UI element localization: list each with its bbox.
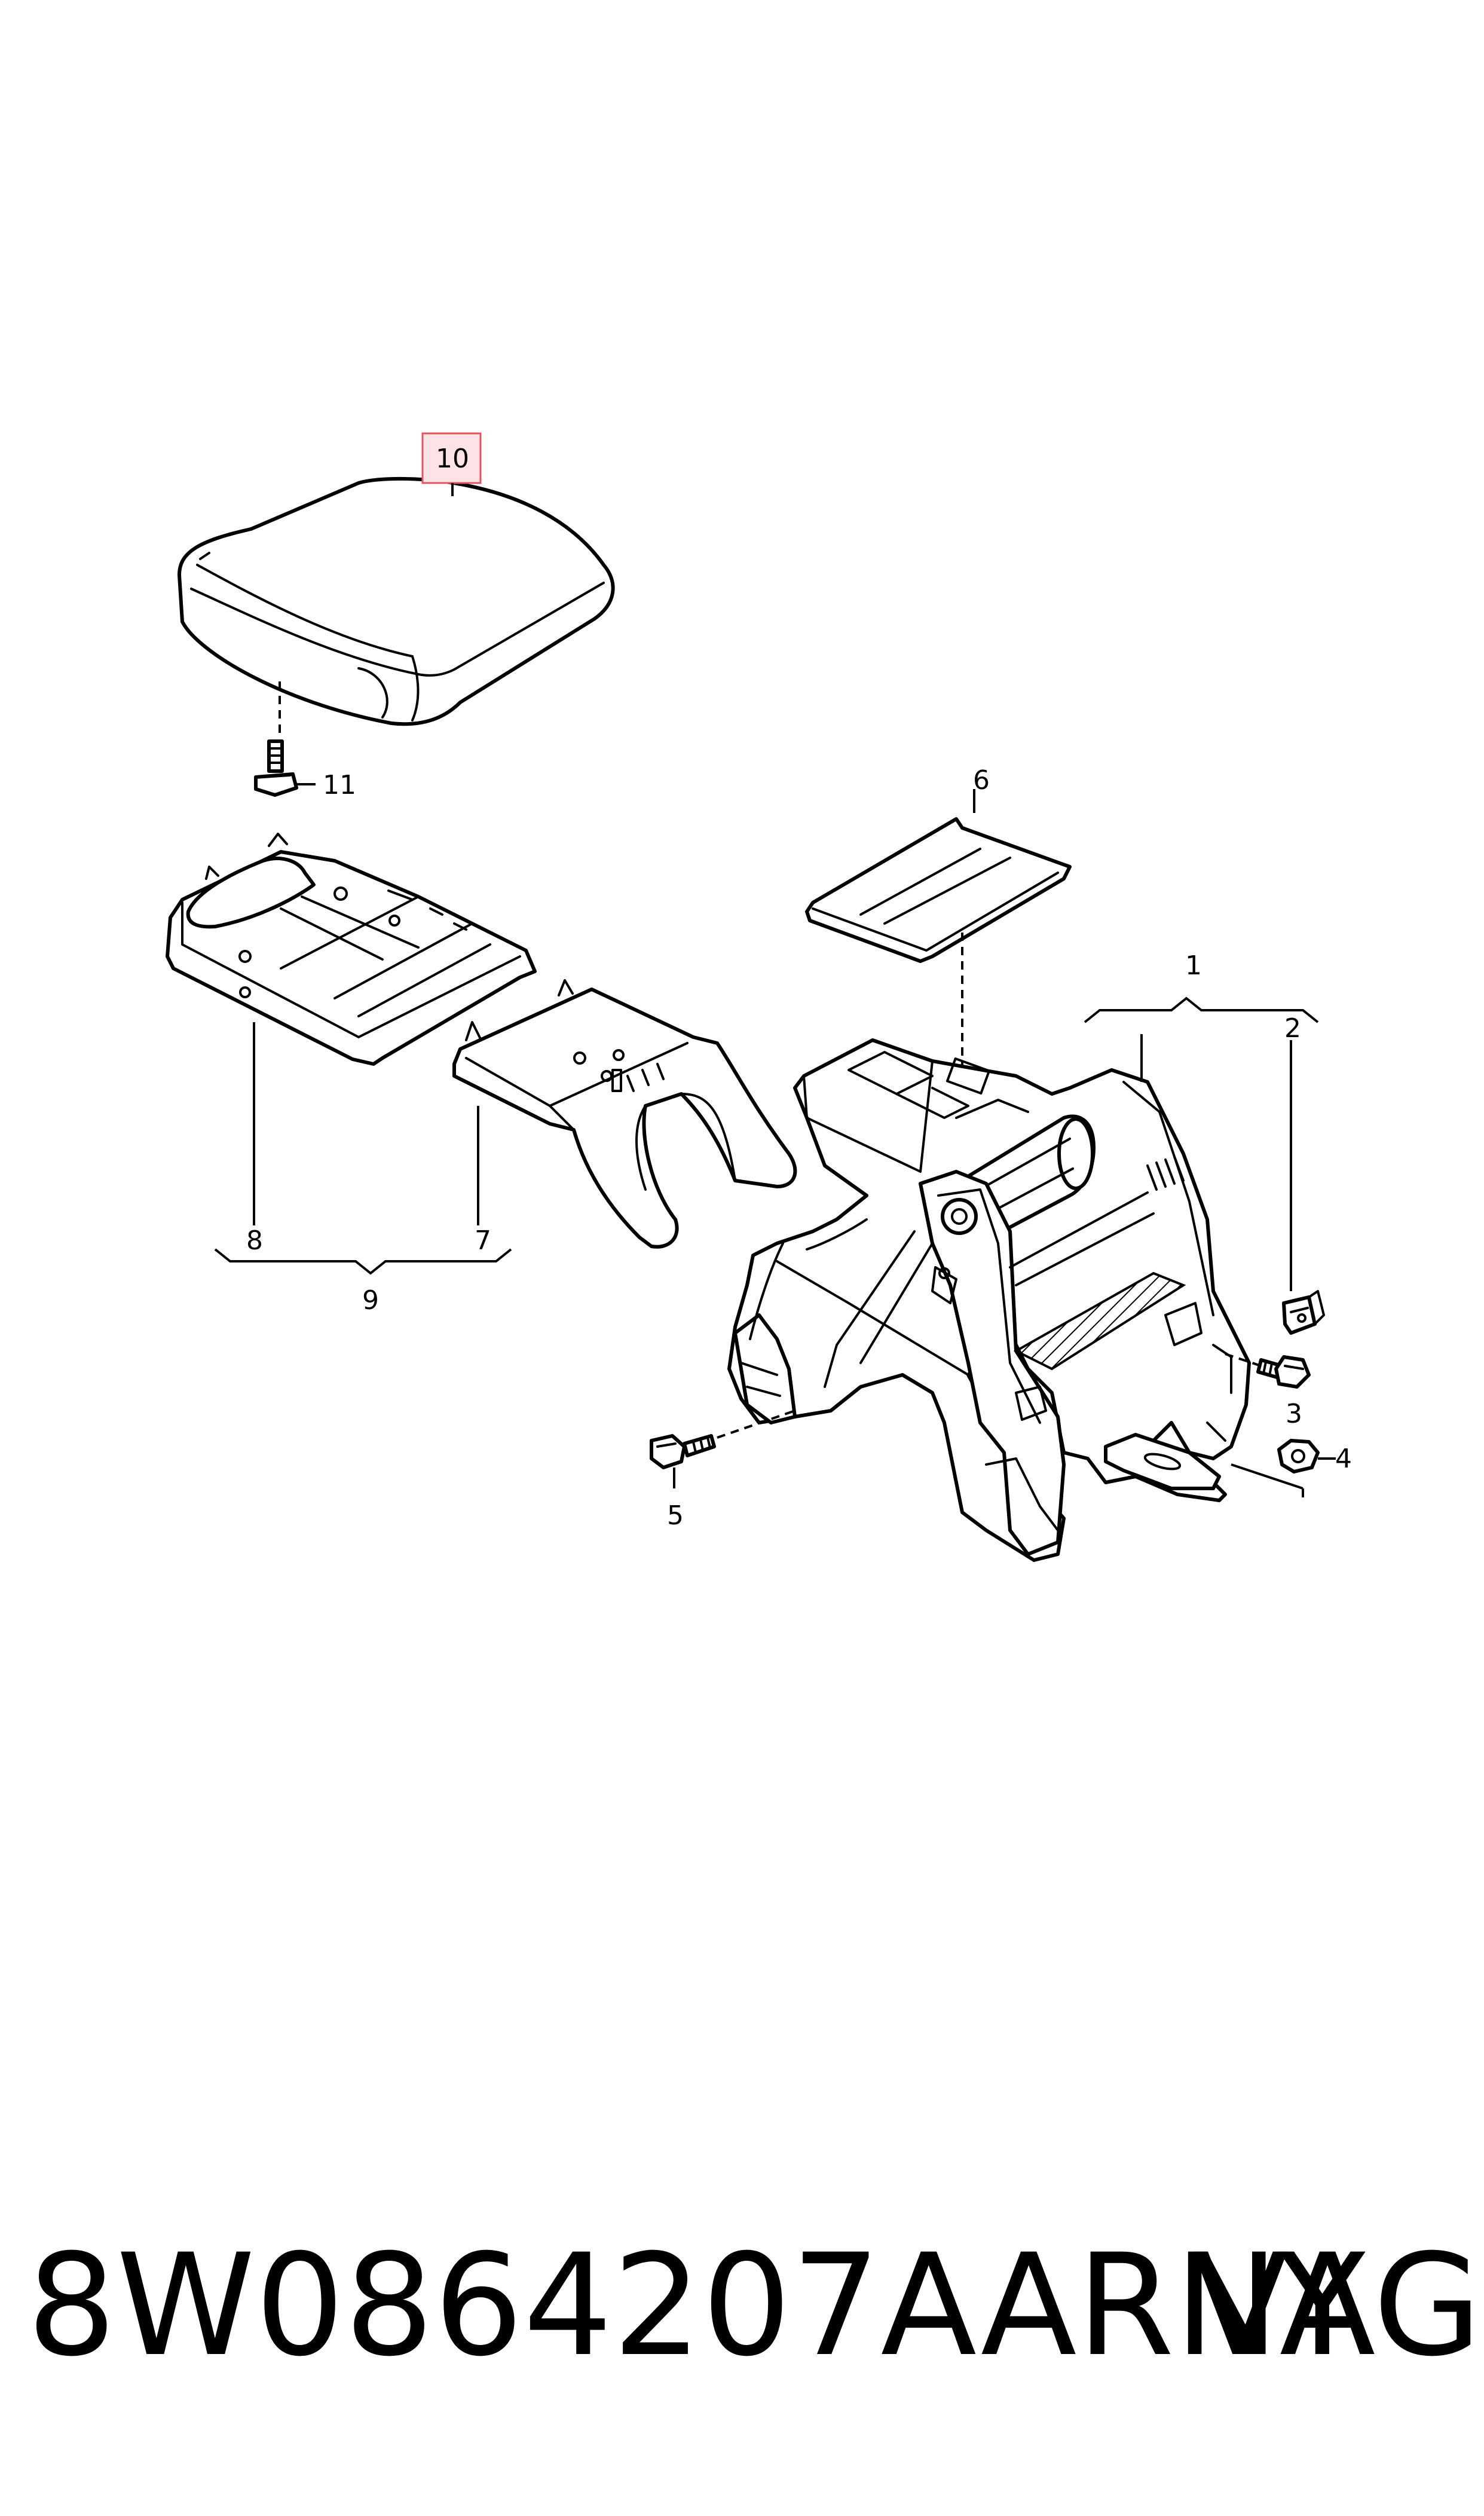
bracket-1 [1084,996,1319,1023]
bolt-part-3 [1225,1353,1311,1389]
callout-4[interactable]: 4 [1335,1444,1352,1474]
callout-10[interactable]: 10 [436,444,469,474]
console-frame-part-1 [727,1038,1251,1562]
insert-mat-part-6 [805,817,1072,963]
callout-11[interactable]: 11 [323,770,356,800]
nut-part-4 [1231,1439,1336,1497]
bracket-9 [214,1248,512,1275]
screw-part-11 [254,739,298,797]
callout-3[interactable]: 3 [1286,1399,1302,1429]
part-number: 8W0864207AARNY [27,2224,1366,2387]
clip-part-2 [1282,1290,1325,1335]
callout-8[interactable]: 8 [246,1225,263,1256]
callout-6[interactable]: 6 [973,765,990,796]
armrest-cushion [178,476,615,726]
callout-1[interactable]: 1 [1185,950,1202,981]
lid-carrier-plate [166,833,537,1066]
highlight-box-10 [421,432,482,484]
brand-name: VAG [1192,2224,1482,2387]
storage-tray-part-7 [452,979,797,1249]
callout-2[interactable]: 2 [1284,1013,1301,1044]
callout-9[interactable]: 9 [362,1285,379,1316]
callout-5[interactable]: 5 [667,1500,684,1531]
callout-7[interactable]: 7 [475,1225,491,1256]
bolt-part-5 [650,1410,795,1488]
